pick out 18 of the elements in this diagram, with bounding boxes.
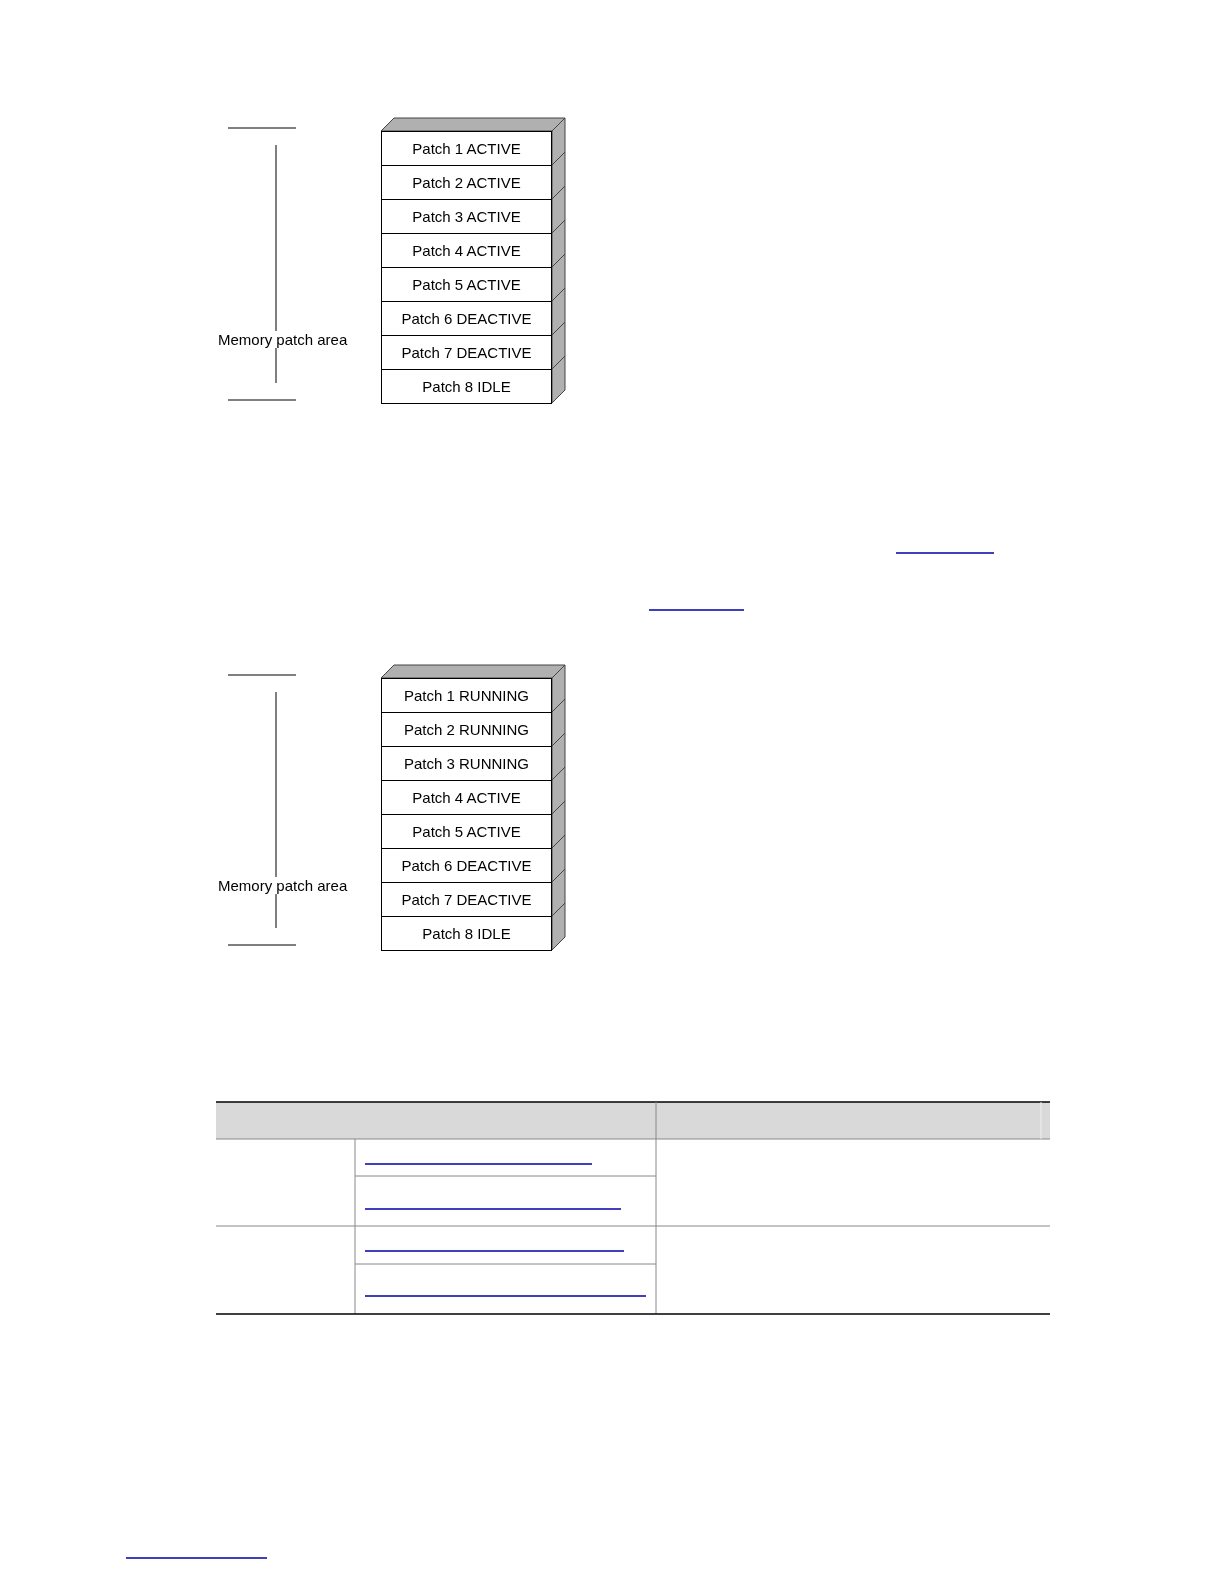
area-label: Memory patch area bbox=[217, 877, 349, 894]
patch-box: Patch 5 ACTIVE bbox=[381, 267, 552, 302]
patch-box: Patch 5 ACTIVE bbox=[381, 814, 552, 849]
patch-box: Patch 6 DEACTIVE bbox=[381, 848, 552, 883]
area-label: Memory patch area bbox=[217, 331, 349, 348]
patch-box: Patch 8 IDLE bbox=[381, 916, 552, 951]
patch-box: Patch 4 ACTIVE bbox=[381, 233, 552, 268]
patch-box: Patch 2 RUNNING bbox=[381, 712, 552, 747]
patch-box: Patch 8 IDLE bbox=[381, 369, 552, 404]
patch-box: Patch 7 DEACTIVE bbox=[381, 882, 552, 917]
patch-box: Patch 7 DEACTIVE bbox=[381, 335, 552, 370]
patch-box: Patch 4 ACTIVE bbox=[381, 780, 552, 815]
patch-box: Patch 1 RUNNING bbox=[381, 678, 552, 713]
patch-box: Patch 3 RUNNING bbox=[381, 746, 552, 781]
patch-box: Patch 2 ACTIVE bbox=[381, 165, 552, 200]
patch-box: Patch 3 ACTIVE bbox=[381, 199, 552, 234]
patch-box: Patch 6 DEACTIVE bbox=[381, 301, 552, 336]
patch-box: Patch 1 ACTIVE bbox=[381, 131, 552, 166]
